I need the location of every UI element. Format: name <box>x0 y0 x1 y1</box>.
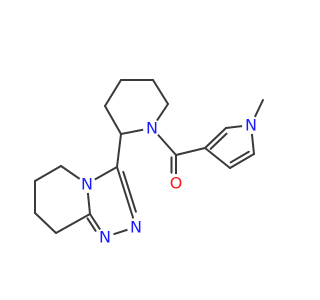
bond-pip_c2-tri_c3 <box>116 133 122 168</box>
bond-tri_c5-n_tri1 <box>89 213 102 232</box>
atom-n-triazole-4: N <box>78 175 96 194</box>
bond-n_tri4-six_c5 <box>60 165 82 181</box>
bond-pip_c2-pip_c6b <box>104 105 122 135</box>
bond-six_c5-six_c6 <box>34 165 62 182</box>
bond-pyr_c4-pyr_c3 <box>204 147 231 169</box>
bond-pyr_c3-pyr_c2 <box>204 127 227 149</box>
bond-pip_c4-n_pip <box>155 103 169 123</box>
atom-label-layer: N N O N N N <box>78 116 260 247</box>
bond-pip_c5-pip_c4 <box>152 79 169 105</box>
atom-n-triazole-2-label: N <box>130 218 142 237</box>
atom-n-triazole-2: N <box>127 218 145 237</box>
atom-n-pyrrole-label: N <box>245 116 257 135</box>
bond-pyr_c5-pyr_c4-double <box>229 150 250 164</box>
bond-n_tri1-n_tri2 <box>111 228 130 236</box>
atom-n-triazole-1: N <box>96 228 114 247</box>
atom-n-pyrrole: N <box>242 116 260 135</box>
molecule-diagram: N N O N N N <box>34 79 264 247</box>
bond-n_pyr-pyr_c5 <box>250 131 255 155</box>
bond-pyr_c2-n_pyr <box>225 124 245 129</box>
bond-six_c7-six_c8 <box>34 212 57 234</box>
bond-n_pip-carb_c <box>156 132 177 156</box>
bond-carb_c-pyr_c3 <box>175 147 206 156</box>
atom-o-carbonyl-label: O <box>170 174 183 193</box>
bond-pyr_c3-pyr_c2-double <box>209 132 228 150</box>
bond-layer <box>34 79 264 236</box>
atom-n-triazole-4-label: N <box>81 175 93 194</box>
atom-o-carbonyl: O <box>167 174 185 193</box>
bond-n_tri4-tri_c5 <box>86 190 91 215</box>
bond-n_pyr-me_pyr <box>253 99 264 119</box>
atom-n-piperidine-label: N <box>146 119 158 138</box>
atom-n-triazole-1-label: N <box>99 228 111 247</box>
bond-pyr_c5-pyr_c4 <box>229 153 255 169</box>
bond-n_pip-pip_c2 <box>120 128 146 135</box>
bond-tri_c3-n_tri4 <box>92 166 118 182</box>
atom-n-piperidine: N <box>143 119 161 138</box>
bond-six_c8-tri_c5 <box>55 213 91 234</box>
bond-pip_c6b-pip_c6a <box>104 79 122 107</box>
bond-tri_c5-n_tri1-double <box>86 217 97 232</box>
bond-n_tri2-tri_c3 <box>116 166 135 221</box>
bond-n_tri2-tri_c3-double <box>122 170 137 213</box>
